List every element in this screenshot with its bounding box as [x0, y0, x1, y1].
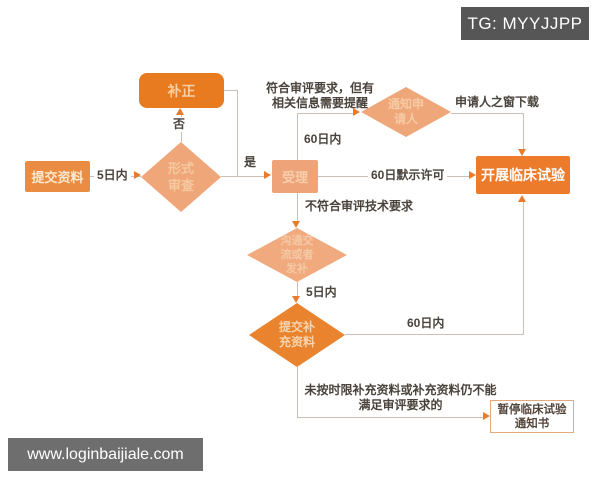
edge-formreview-to-accept	[221, 175, 267, 177]
edge-label-within-5-days-2: 5日内	[306, 285, 337, 299]
edge-label-yes: 是	[244, 155, 257, 169]
arrowhead-into-supplement-icon	[292, 296, 300, 303]
edge-supplement-to-conduct-v	[522, 202, 524, 335]
edge-communicate-to-supplement	[296, 282, 298, 297]
arrowhead-into-notify-icon	[353, 108, 360, 116]
node-correction: 补正	[139, 73, 224, 108]
edge-label-within-60-days-1: 60日内	[304, 132, 342, 146]
node-conduct-clinical-trial: 开展临床试验	[476, 156, 570, 194]
edge-label-applicant-window-download: 申请人之窗下载	[455, 95, 540, 109]
edge-label-60-day-tacit-permission: 60日默示许可	[368, 168, 448, 183]
arrowhead-into-conduct-top-icon	[518, 149, 526, 156]
arrowhead-into-accept-icon	[264, 171, 271, 179]
node-acceptance: 受理	[272, 160, 318, 193]
arrowhead-into-correction-icon	[176, 108, 184, 115]
edge-label-within-60-days-2: 60日内	[407, 316, 445, 330]
edge-accept-up-v	[296, 113, 298, 160]
node-communicate-or-supplement: 沟通交 流或者 发补	[247, 228, 347, 282]
tg-watermark-badge: TG: MYYJJPP	[461, 7, 589, 40]
url-watermark-badge: www.loginbaijiale.com	[8, 438, 203, 471]
edge-accept-to-communicate	[296, 193, 298, 222]
arrowhead-into-suspend-icon	[483, 412, 490, 420]
edge-supplement-to-conduct-h	[345, 333, 524, 335]
arrowhead-into-formreview-icon	[134, 171, 141, 179]
node-submit-materials: 提交资料	[25, 161, 90, 192]
edge-correction-return-v	[236, 89, 238, 177]
arrowhead-into-conduct-bottom-icon	[518, 195, 526, 202]
edge-supplement-to-suspend-v	[296, 367, 298, 418]
edge-supplement-to-suspend-h	[296, 416, 484, 418]
arrowhead-into-communicate-icon	[292, 221, 300, 228]
edge-notify-to-conduct-h	[451, 112, 524, 114]
edge-accept-to-notify-h	[296, 112, 355, 114]
edge-notify-to-conduct-v	[522, 112, 524, 150]
node-submit-supplementary-materials: 提交补 充资料	[249, 303, 345, 367]
edge-label-meets-with-reminder: 符合审评要求，但有 相关信息需要提醒	[265, 81, 374, 110]
edge-label-not-meet-tech-requirements: 不符合审评技术要求	[305, 199, 414, 213]
node-suspend-trial-notice: 暂停临床试验 通知书	[490, 400, 574, 433]
arrowhead-into-conduct-left-icon	[469, 171, 476, 179]
edge-label-within-5-days-1: 5日内	[94, 168, 131, 183]
node-formal-review: 形式 审查	[141, 142, 221, 212]
edge-correction-return-h	[224, 89, 238, 91]
edge-label-no: 否	[170, 117, 189, 132]
edge-label-overdue-or-insufficient: 未按时限补充资料或补充资料仍不能 满足审评要求的	[304, 383, 497, 412]
